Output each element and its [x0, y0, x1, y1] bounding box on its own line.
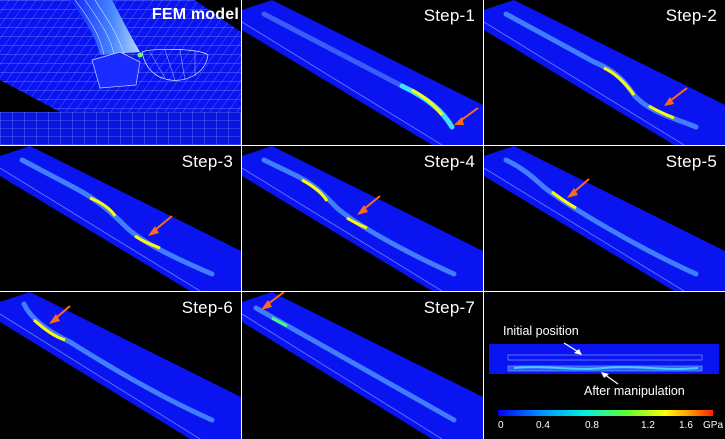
panel-label: Step-2 — [665, 6, 717, 25]
panel-step-3: Step-3 — [0, 146, 241, 291]
panel-label: Step-5 — [665, 152, 717, 171]
panel-fem-model: FEM model — [0, 0, 241, 145]
colorbar-unit: GPa — [703, 420, 724, 431]
panel-label: Step-3 — [181, 152, 233, 171]
fem-mesh-graphic — [0, 0, 241, 145]
panel-label: Step-4 — [423, 152, 475, 171]
step-7-graphic — [242, 292, 483, 439]
summary-graphic — [489, 342, 719, 416]
tick-4: 1.6 — [679, 420, 693, 431]
initial-position-label: Initial position — [503, 324, 579, 338]
tick-3: 1.2 — [641, 420, 655, 431]
panel-step-1: Step-1 — [242, 0, 483, 145]
step-1-graphic — [242, 0, 483, 145]
colorbar — [498, 410, 713, 416]
panel-step-6: Step-6 — [0, 292, 241, 439]
colorbar-ticks: 0 0.4 0.8 1.2 1.6 GPa — [498, 420, 723, 434]
panel-step-5: Step-5 — [484, 146, 725, 291]
step-3-graphic — [0, 146, 241, 291]
tick-1: 0.4 — [536, 420, 550, 431]
step-6-graphic — [0, 292, 241, 439]
panel-step-2: Step-2 — [484, 0, 725, 145]
after-manipulation-label: After manipulation — [584, 384, 685, 398]
panel-step-4: Step-4 — [242, 146, 483, 291]
panel-step-7: Step-7 — [242, 292, 483, 439]
tick-2: 0.8 — [585, 420, 599, 431]
step-4-graphic — [242, 146, 483, 291]
step-5-graphic — [484, 146, 725, 291]
panel-label: Step-6 — [181, 298, 233, 317]
step-2-graphic — [484, 0, 725, 145]
panel-label: Step-1 — [423, 6, 475, 25]
panel-label: Step-7 — [423, 298, 475, 317]
tick-0: 0 — [498, 420, 504, 431]
panel-summary: Initial position — [484, 292, 725, 439]
panel-label: FEM model — [151, 6, 239, 23]
